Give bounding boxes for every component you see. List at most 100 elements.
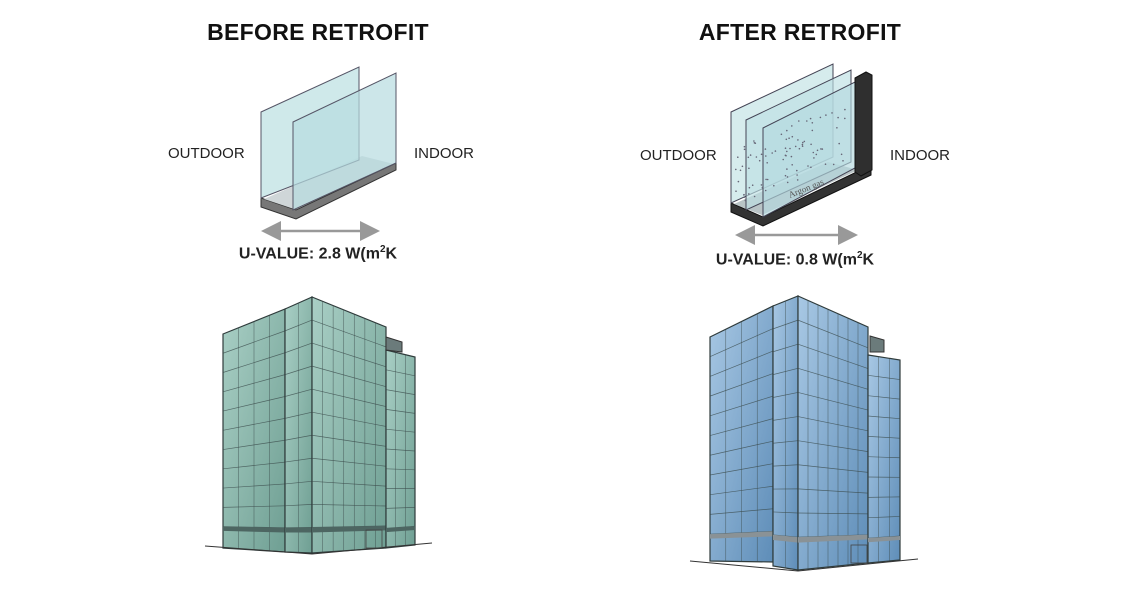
gas-dot	[810, 143, 812, 146]
gas-dot	[786, 181, 789, 184]
floor-line	[709, 395, 774, 417]
gas-dot	[749, 154, 752, 156]
floor-line	[311, 457, 387, 467]
gas-dot	[760, 153, 763, 156]
floor-line	[709, 373, 774, 397]
after-indoor-label: INDOOR	[890, 147, 950, 164]
floor-line	[867, 395, 901, 400]
after-title: AFTER RETROFIT	[698, 19, 902, 45]
floor-line	[222, 374, 286, 393]
gas-dot	[811, 122, 814, 124]
gas-dot	[784, 174, 787, 177]
gas-dot	[737, 156, 739, 158]
floor-line	[797, 368, 869, 390]
gas-dot	[791, 164, 793, 166]
gas-dot	[766, 162, 768, 164]
podium-band	[312, 525, 386, 533]
gas-dot	[844, 117, 846, 120]
before-u-value: U-VALUE: 2.8 W(m2K	[239, 244, 397, 263]
floor-line	[797, 343, 869, 369]
double-glazing-diagram	[260, 66, 397, 241]
u-value-text: U-VALUE: 2.8 W(m	[238, 245, 380, 263]
floor-line	[311, 365, 387, 388]
gas-dot	[764, 189, 767, 192]
floor-line	[284, 365, 313, 375]
rooftop-box	[869, 335, 885, 353]
gas-dot	[832, 163, 835, 166]
floor-line	[385, 448, 416, 452]
gas-dot	[836, 127, 838, 129]
gas-dot	[837, 116, 839, 119]
gas-dot	[755, 156, 758, 158]
window-frame	[854, 71, 873, 177]
u-value-unit: K	[862, 251, 875, 269]
gas-dot	[838, 142, 840, 145]
gas-dot	[844, 108, 846, 111]
gas-dot	[840, 153, 843, 156]
gas-dot	[791, 125, 793, 127]
gas-dot	[771, 152, 773, 154]
gas-dot	[743, 145, 746, 148]
gas-dot	[813, 157, 815, 159]
building-face	[311, 296, 387, 554]
floor-line	[772, 367, 799, 375]
gas-dot	[812, 151, 815, 154]
floor-line	[311, 434, 387, 447]
gas-dot	[824, 163, 827, 165]
floor-line	[709, 508, 774, 515]
before-indoor-label: INDOOR	[414, 145, 474, 162]
gas-dot	[796, 179, 799, 181]
floor-line	[772, 511, 799, 514]
building-face	[797, 295, 869, 571]
floor-line	[772, 343, 799, 353]
podium-band	[798, 534, 868, 543]
u-value-sup: 2	[379, 244, 386, 255]
floor-line	[284, 434, 313, 441]
floor-line	[797, 440, 869, 452]
gas-dot	[760, 184, 763, 186]
floor-line	[867, 456, 901, 459]
gas-dot	[774, 150, 777, 152]
u-value-unit: K	[385, 245, 398, 263]
gas-dot	[747, 156, 750, 159]
triple-glazing-diagram: Argon gas	[730, 63, 873, 245]
after-outdoor-label: OUTDOOR	[640, 147, 717, 164]
floor-line	[709, 418, 774, 436]
u-value-text: U-VALUE: 0.8 W(m	[715, 251, 857, 269]
gas-dot	[789, 147, 791, 150]
gas-dot	[807, 165, 809, 167]
gas-dot	[820, 148, 822, 150]
gas-dot	[802, 141, 804, 144]
gas-dot	[791, 135, 794, 138]
floor-line	[772, 319, 799, 330]
gas-dot	[743, 194, 745, 196]
floor-line	[772, 392, 799, 398]
gas-dot	[810, 166, 812, 169]
floor-line	[797, 319, 869, 349]
floor-line	[311, 342, 387, 368]
gas-dot	[753, 195, 756, 198]
floor-line	[222, 505, 286, 508]
gas-dot	[782, 158, 784, 161]
floor-line	[284, 411, 313, 419]
building-face	[867, 354, 901, 564]
floor-line	[222, 461, 286, 470]
gas-dot	[786, 150, 788, 153]
gas-dot	[786, 176, 789, 178]
gas-dot	[786, 168, 788, 170]
gas-dot	[773, 184, 775, 187]
ground-line	[689, 558, 919, 572]
floor-line	[222, 439, 286, 450]
floor-line	[284, 342, 313, 354]
building-before	[204, 296, 433, 555]
gas-dot	[797, 139, 799, 141]
floor-line	[867, 374, 901, 380]
podium-band	[773, 534, 798, 543]
entrance-door	[850, 544, 868, 564]
rooftop-box	[385, 336, 403, 353]
floor-line	[709, 328, 774, 358]
floor-line	[284, 480, 313, 485]
gas-dot	[751, 184, 754, 186]
floor-line	[385, 369, 416, 377]
gas-dot	[798, 120, 800, 122]
